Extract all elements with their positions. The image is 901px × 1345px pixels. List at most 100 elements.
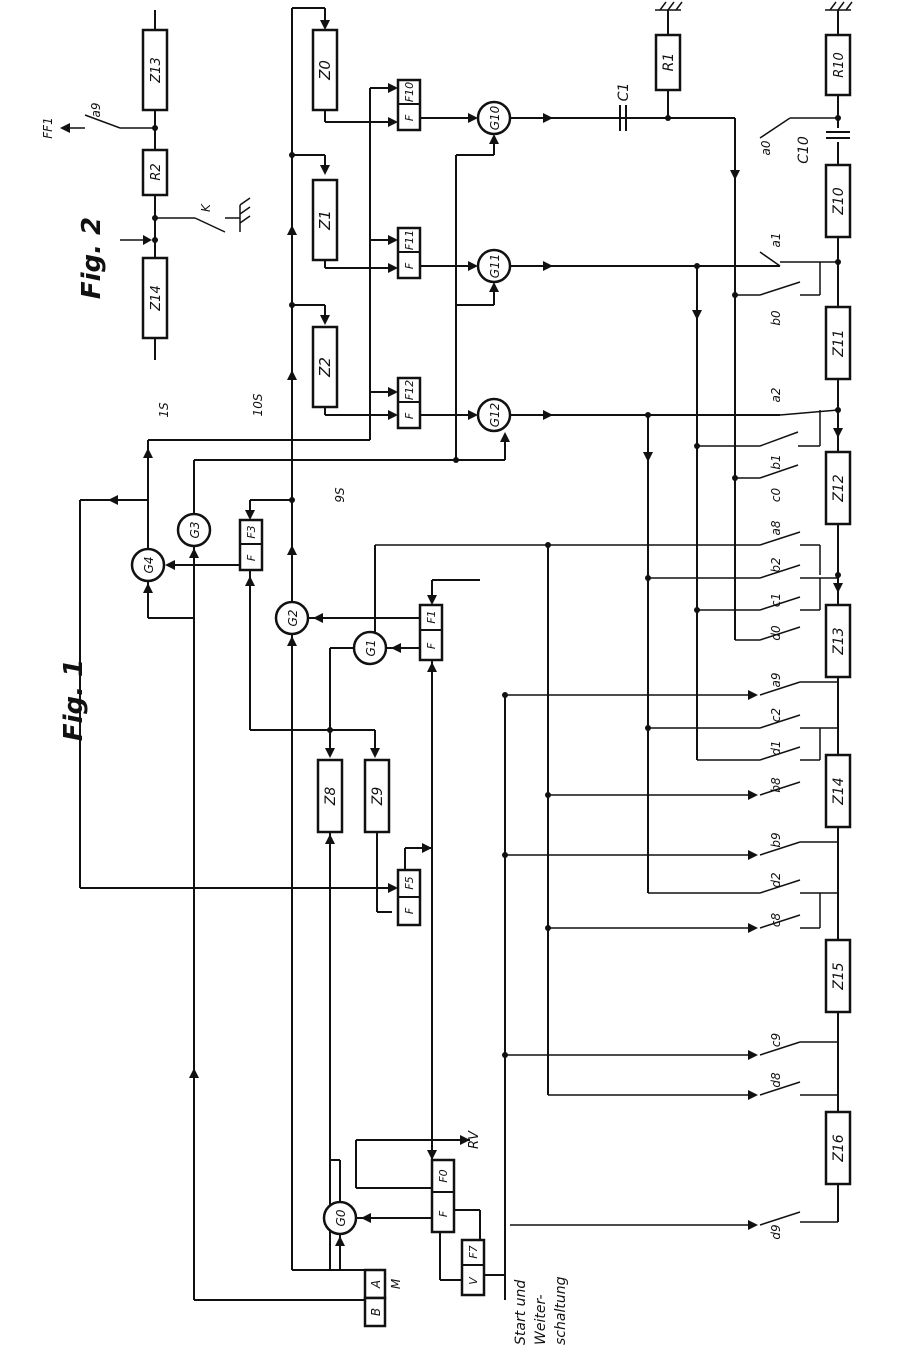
svg-text:F: F <box>403 262 416 269</box>
fig2-z13-box <box>141 28 169 112</box>
svg-text:Z2: Z2 <box>316 357 334 378</box>
svg-text:Z12: Z12 <box>831 474 847 502</box>
svg-text:a1: a1 <box>769 233 783 248</box>
flipflop-f5: F5 F <box>396 868 422 927</box>
line-1s: 1S <box>143 83 398 500</box>
fig2-circuit: Z13 R2 Z14 FF1 a9 K <box>41 10 251 360</box>
capacitor-c1: C1 <box>616 83 632 131</box>
fig2-z14-label: Z14 <box>149 285 164 311</box>
svg-text:a8: a8 <box>769 520 783 535</box>
svg-text:F: F <box>403 412 416 419</box>
svg-text:F: F <box>437 1210 450 1217</box>
svg-text:c1: c1 <box>769 593 783 607</box>
svg-text:Z13: Z13 <box>831 627 847 655</box>
register-z8: Z8 <box>316 758 344 834</box>
svg-text:b8: b8 <box>769 777 783 793</box>
svg-text:B: B <box>369 1308 383 1316</box>
fig2-k-label: K <box>199 203 213 212</box>
gate-g0: G0 <box>322 1200 358 1236</box>
svg-text:F1: F1 <box>425 610 438 623</box>
svg-text:C1: C1 <box>616 83 632 102</box>
fig2-z14-box <box>141 256 169 340</box>
line-9s: 9S <box>193 134 510 515</box>
flipflop-f11: F11 F <box>396 226 422 280</box>
svg-text:C10: C10 <box>796 136 812 164</box>
svg-text:c2: c2 <box>769 708 783 722</box>
svg-text:a0: a0 <box>759 140 773 155</box>
svg-text:Z14: Z14 <box>831 777 847 805</box>
svg-text:Z16: Z16 <box>831 1134 847 1162</box>
fig2-title: Fig. 2 <box>77 217 107 299</box>
resistor-r1: R1 <box>654 1 683 118</box>
gate-g10: G10 <box>476 100 512 136</box>
svg-text:F12: F12 <box>403 380 416 400</box>
right-chain: R10 C10 Z10 Z11 Z12 Z13 Z14 Z15 Z16 <box>796 1 853 1222</box>
svg-text:G3: G3 <box>188 522 202 539</box>
svg-text:M: M <box>389 1278 403 1289</box>
svg-text:Z9: Z9 <box>370 787 386 807</box>
svg-text:G1: G1 <box>364 640 378 657</box>
svg-text:b9: b9 <box>769 832 783 847</box>
fig2-r2-label: R2 <box>149 163 164 180</box>
svg-text:a9: a9 <box>769 673 783 688</box>
svg-text:Weiter-: Weiter- <box>533 1295 549 1345</box>
register-z0: Z0 <box>311 28 339 112</box>
svg-text:Z11: Z11 <box>831 329 847 357</box>
svg-text:F7: F7 <box>467 1245 480 1258</box>
svg-text:b2: b2 <box>769 557 783 572</box>
svg-text:G0: G0 <box>334 1209 348 1226</box>
fig2-ff1-label: FF1 <box>41 117 55 138</box>
register-z2: Z2 <box>311 325 339 409</box>
svg-text:R10: R10 <box>832 52 847 78</box>
flipflop-f10: F10 F <box>396 78 422 132</box>
flipflop-f1: F1 F <box>418 603 444 662</box>
svg-text:d1: d1 <box>769 740 783 755</box>
start-text: Start und Weiter- schaltung <box>513 1276 569 1345</box>
svg-text:G12: G12 <box>488 403 502 428</box>
gate-g11: G11 <box>476 248 512 284</box>
svg-text:G4: G4 <box>142 557 156 574</box>
svg-text:d9: d9 <box>769 1224 783 1239</box>
svg-text:d0: d0 <box>769 625 783 641</box>
flipflop-f3: F3 F <box>238 518 264 572</box>
svg-text:G10: G10 <box>488 105 502 130</box>
svg-text:schaltung: schaltung <box>553 1276 569 1345</box>
line-9s-label: 9S <box>333 487 347 503</box>
rv-label: RV <box>467 1130 482 1149</box>
svg-text:Start und: Start und <box>513 1280 529 1345</box>
svg-text:F: F <box>425 642 438 649</box>
flipflop-f0: F0 F <box>430 1158 456 1234</box>
svg-text:G2: G2 <box>286 610 300 627</box>
svg-text:R1: R1 <box>661 53 677 72</box>
line-10s-label: 10S <box>251 393 265 416</box>
svg-text:F0: F0 <box>437 1169 450 1182</box>
svg-text:c8: c8 <box>769 913 783 928</box>
gate-g1: G1 <box>352 630 388 666</box>
flipflop-f12: F12 F <box>396 376 422 430</box>
svg-text:Z1: Z1 <box>316 210 334 231</box>
gate-g12: G12 <box>476 397 512 433</box>
svg-text:F10: F10 <box>403 82 416 102</box>
svg-text:b1: b1 <box>769 454 783 469</box>
svg-text:Z0: Z0 <box>316 60 334 81</box>
fig2-a9-label: a9 <box>89 103 103 118</box>
svg-text:V: V <box>467 1276 480 1285</box>
svg-text:F: F <box>403 907 416 914</box>
contact-switches: a0 a1 b0 a2 b1 c0 a8 b2 <box>375 117 839 1240</box>
block-m: A B M <box>363 1268 403 1328</box>
line-1s-label: 1S <box>157 402 171 418</box>
gate-g4: G4 <box>130 547 166 583</box>
svg-text:Z10: Z10 <box>831 187 847 215</box>
svg-text:Z15: Z15 <box>831 962 847 990</box>
svg-text:F: F <box>245 554 258 561</box>
svg-text:d2: d2 <box>769 872 783 887</box>
svg-text:b0: b0 <box>769 310 783 326</box>
svg-text:A: A <box>369 1280 383 1289</box>
fig2-r2-box <box>141 148 169 197</box>
svg-text:F11: F11 <box>403 230 416 250</box>
register-z1: Z1 <box>311 178 339 262</box>
flipflop-f7: F7 V <box>460 1238 486 1297</box>
svg-text:c0: c0 <box>769 488 783 503</box>
